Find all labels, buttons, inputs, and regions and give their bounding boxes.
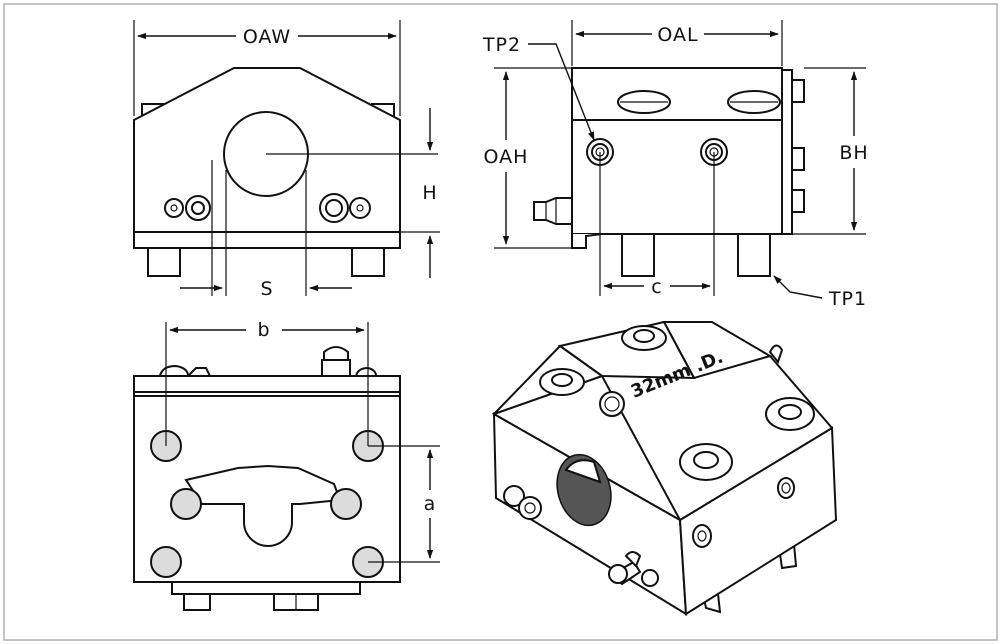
front-view (133, 20, 440, 296)
callout-label-tp2: TP2 (482, 34, 521, 56)
callout-label-tp1: TP1 (828, 288, 867, 310)
dim-label-bh: BH (839, 142, 868, 164)
dim-label-b: b (257, 319, 270, 341)
dim-label-oal: OAL (657, 24, 698, 46)
dim-label-oaw: OAW (243, 26, 291, 48)
dim-label-a: a (424, 493, 437, 515)
isometric-view (491, 320, 838, 616)
dim-label-h: H (422, 182, 437, 204)
bottom-view (133, 322, 440, 611)
dim-label-c: c (651, 276, 662, 298)
side-view (494, 20, 866, 299)
dim-label-oah: OAH (484, 146, 529, 168)
dim-label-s: S (260, 278, 273, 300)
drawing-border (3, 3, 998, 641)
